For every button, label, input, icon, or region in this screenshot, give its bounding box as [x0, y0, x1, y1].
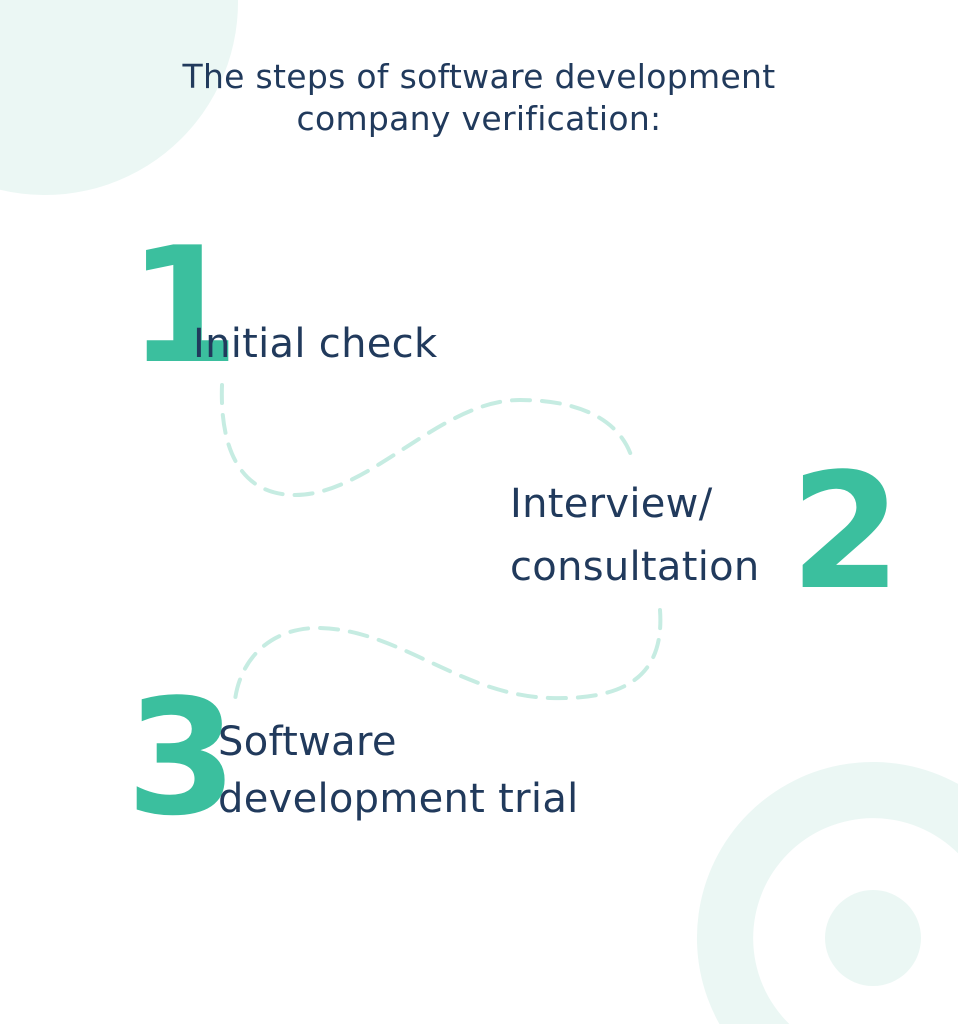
step-label-2-line-2: consultation	[510, 544, 760, 590]
corner-circle-decoration	[0, 0, 239, 196]
dashed-connector-1-2	[219, 383, 634, 498]
title-line-1: The steps of software development	[182, 57, 776, 96]
step-number-1: 1	[128, 212, 240, 399]
dashed-connector-2-3	[233, 608, 663, 702]
page-title: The steps of software development compan…	[0, 56, 958, 140]
step-label-3-line-2: development trial	[218, 776, 579, 822]
title-line-2: company verification:	[296, 99, 662, 138]
step-number-3: 3	[126, 664, 238, 851]
step-label-1: Initial check	[193, 321, 438, 367]
step-number-2: 2	[790, 438, 902, 625]
step-label-3-line-1: Software	[218, 719, 397, 765]
dot-decoration	[825, 890, 921, 986]
step-label-2-line-1: Interview/	[510, 481, 713, 527]
ring-decoration	[696, 761, 958, 1024]
